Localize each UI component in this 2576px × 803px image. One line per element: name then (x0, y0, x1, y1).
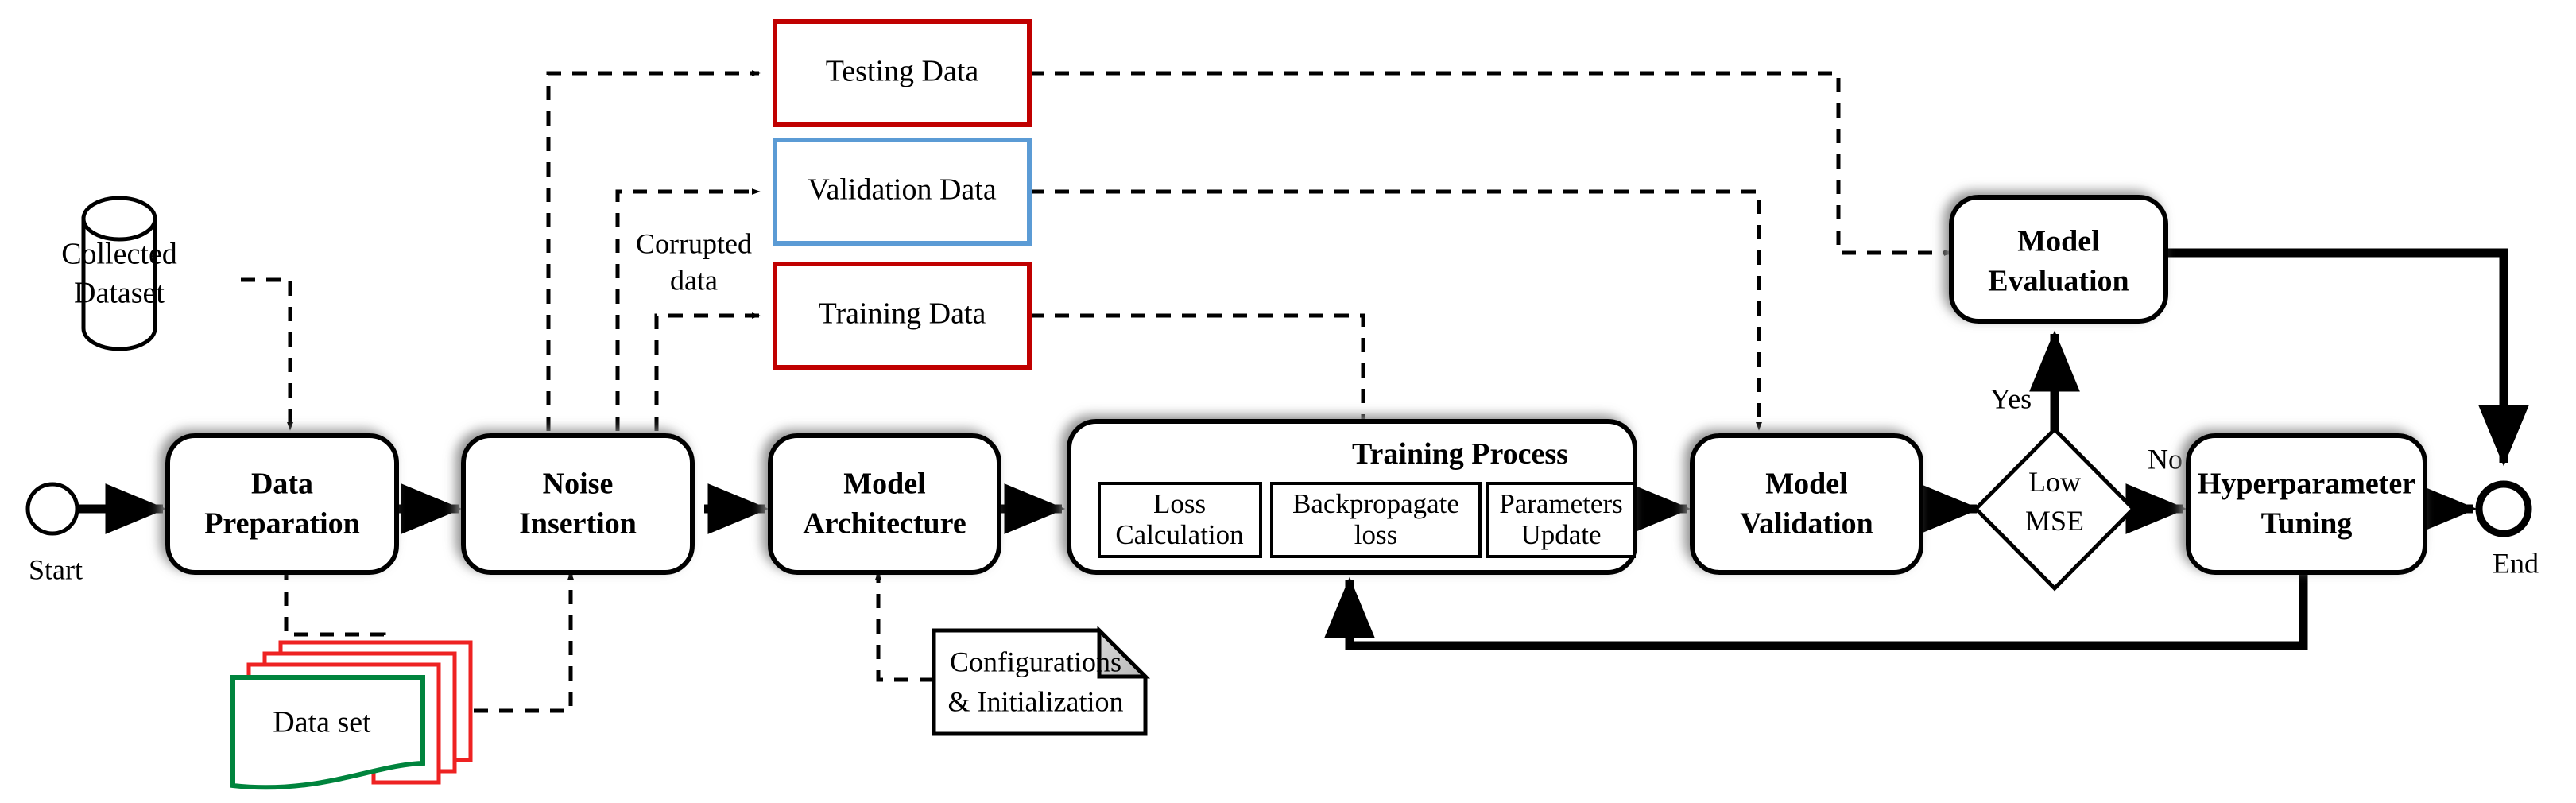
subprocess-backpropagate-loss[interactable]: Backpropagate loss (1270, 482, 1482, 558)
collected-dataset-line1: Collected (61, 238, 177, 271)
parameters-update-line1: Parameters (1499, 488, 1622, 519)
training-process-title: Training Process (1352, 437, 1568, 471)
validation-data-node: Validation Data (773, 138, 1032, 246)
process-noise-insertion[interactable]: Noise Insertion (461, 433, 695, 575)
data-set-stack: Data set (230, 640, 473, 790)
validation-data-label: Validation Data (808, 173, 997, 207)
edge-noise-to-validation-data (615, 188, 761, 431)
subprocess-loss-calculation[interactable]: Loss Calculation (1098, 482, 1262, 558)
hyperparameter-tuning-line1: Hyperparameter (2198, 467, 2415, 501)
process-model-evaluation[interactable]: Model Evaluation (1949, 195, 2168, 324)
configurations-note-line2: & Initialization (948, 685, 1124, 717)
loss-calculation-line2: Calculation (1115, 519, 1243, 550)
model-architecture-line2: Architecture (803, 507, 966, 541)
hyperparameter-tuning-line2: Tuning (2261, 507, 2353, 541)
training-data-node: Training Data (773, 262, 1032, 370)
model-validation-line2: Validation (1740, 507, 1873, 541)
edge-training-data-to-training-process (1029, 313, 1366, 431)
start-label: Start (29, 553, 83, 585)
noise-insertion-line1: Noise (543, 467, 614, 501)
corrupted-data-line1: Corrupted (636, 227, 752, 259)
edge-hyperparameter-tuning-feedback-to-training-process (1324, 572, 2308, 650)
noise-insertion-line2: Insertion (519, 507, 637, 541)
edge-validation-data-to-model-validation (1029, 189, 1762, 431)
edge-dataset-to-data-preparation (241, 277, 293, 431)
data-set-label: Data set (273, 706, 371, 739)
edge-dataset-to-noise-insertion (474, 571, 574, 713)
edge-model-evaluation-to-end (2166, 248, 2529, 467)
model-architecture-line1: Model (843, 467, 925, 501)
decision-low-mse[interactable]: Low MSE Yes No (1973, 382, 2183, 592)
edge-configurations-to-model-architecture (875, 571, 934, 682)
corrupted-data-edge-label: Corrupted data (636, 227, 752, 296)
edge-noise-to-training-data (654, 312, 761, 431)
model-evaluation-line1: Model (2017, 225, 2099, 258)
corrupted-data-line2: data (670, 264, 718, 296)
model-validation-line1: Model (1765, 467, 1847, 501)
low-mse-line1: Low (2028, 466, 2081, 498)
process-model-validation[interactable]: Model Validation (1690, 433, 1923, 575)
edge-noise-to-testing-data (546, 70, 761, 431)
testing-data-label: Testing Data (826, 55, 979, 88)
training-data-label: Training Data (819, 297, 986, 331)
process-hyperparameter-tuning[interactable]: Hyperparameter Tuning (2186, 433, 2427, 575)
backpropagate-loss-line2: loss (1354, 519, 1397, 550)
data-preparation-line1: Data (251, 467, 313, 501)
process-data-preparation[interactable]: Data Preparation (165, 433, 399, 575)
backpropagate-loss-line1: Backpropagate (1292, 488, 1459, 519)
process-model-architecture[interactable]: Model Architecture (768, 433, 1001, 575)
configurations-note-line1: Configurations (950, 646, 1121, 677)
configurations-note: Configurations & Initialization (932, 625, 1151, 736)
model-evaluation-line2: Evaluation (1988, 265, 2129, 298)
subprocess-parameters-update[interactable]: Parameters Update (1486, 482, 1636, 558)
decision-yes-label: Yes (1990, 382, 2032, 414)
decision-no-label: No (2148, 443, 2183, 475)
data-preparation-line2: Preparation (204, 507, 360, 541)
edge-testing-data-to-model-evaluation (1029, 71, 1953, 256)
collected-dataset-line2: Dataset (74, 277, 165, 310)
loss-calculation-line1: Loss (1153, 488, 1206, 519)
process-training-process[interactable]: Training Process Loss Calculation Backpr… (1067, 419, 1637, 575)
end-terminator: End (2475, 480, 2539, 579)
collected-dataset-cylinder: Collected Dataset (61, 196, 177, 351)
end-label: End (2493, 547, 2539, 579)
parameters-update-line2: Update (1520, 519, 1601, 550)
testing-data-node: Testing Data (773, 19, 1032, 127)
start-terminator: Start (25, 482, 83, 585)
low-mse-line2: MSE (2025, 505, 2084, 537)
